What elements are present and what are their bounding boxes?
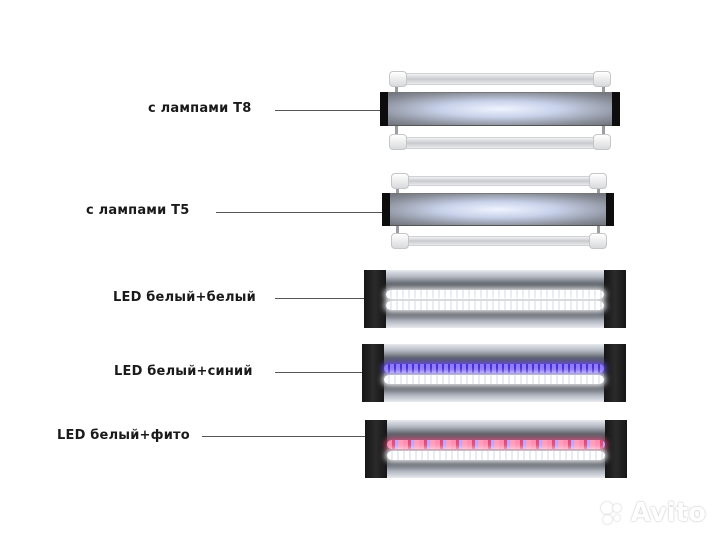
avito-watermark: Avito [599,498,706,528]
fixture-t5-image [382,170,614,252]
fixture-t8-image [380,68,620,156]
avito-dots-icon [599,500,627,526]
label-t8: с лампами T8 [148,101,252,116]
fixture-led-white-phyto-image [365,420,627,478]
label-t5: с лампами T5 [86,203,190,218]
leader-line-led-white-phyto [202,436,366,437]
leader-line-led-white-white [275,298,365,299]
leader-line-t5 [216,212,383,213]
label-led-white-phyto: LED белый+фито [57,428,190,443]
fixture-led-white-white-image [364,270,626,328]
avito-watermark-text: Avito [630,498,706,528]
leader-line-led-white-blue [275,372,363,373]
fixture-led-white-blue-image [362,344,626,402]
label-led-white-blue: LED белый+синий [114,364,253,379]
leader-line-t8 [275,110,381,111]
label-led-white-white: LED белый+белый [113,290,256,305]
